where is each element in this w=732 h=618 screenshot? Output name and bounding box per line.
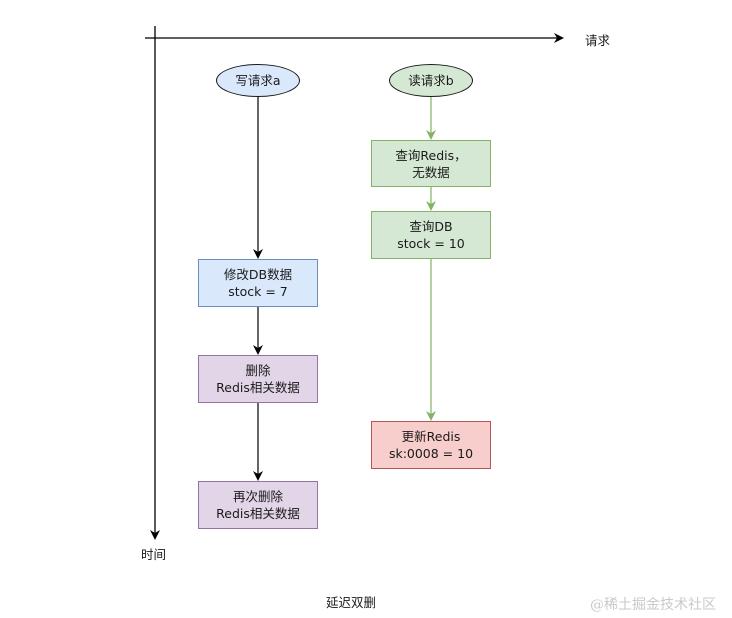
watermark: @稀土掘金技术社区 [590, 597, 716, 613]
delete-redis-line1: 删除 [245, 363, 271, 378]
query-db-node: 查询DB stock = 10 [371, 211, 491, 259]
update-redis-line2: sk:0008 = 10 [388, 446, 474, 461]
update-db-line2: stock = 7 [228, 284, 288, 299]
diagram-caption: 延迟双删 [326, 595, 377, 610]
update-db-node: 修改DB数据 stock = 7 [198, 259, 318, 307]
query-redis-line1: 查询Redis， [395, 147, 467, 163]
query-redis-node: 查询Redis， 无数据 [371, 140, 491, 187]
delete-again-line1: 再次删除 [232, 489, 283, 504]
update-redis-line1: 更新Redis [401, 429, 461, 444]
write-request-start-label: 写请求a [235, 73, 281, 88]
update-redis-node: 更新Redis sk:0008 = 10 [371, 421, 491, 469]
delete-redis-again-node: 再次删除 Redis相关数据 [198, 481, 318, 529]
delete-redis-node: 删除 Redis相关数据 [198, 355, 318, 403]
time-axis-label: 时间 [141, 547, 167, 562]
delete-again-line2: Redis相关数据 [216, 506, 300, 521]
read-request-start-label: 读请求b [408, 73, 454, 88]
write-request-start-node: 写请求a [216, 64, 300, 97]
delete-redis-line2: Redis相关数据 [216, 380, 300, 395]
update-db-line1: 修改DB数据 [223, 267, 293, 282]
query-redis-line2: 无数据 [412, 164, 450, 180]
request-axis-label: 请求 [585, 33, 611, 48]
read-request-start-node: 读请求b [389, 64, 473, 97]
query-db-line2: stock = 10 [397, 236, 465, 251]
query-db-line1: 查询DB [409, 219, 453, 234]
